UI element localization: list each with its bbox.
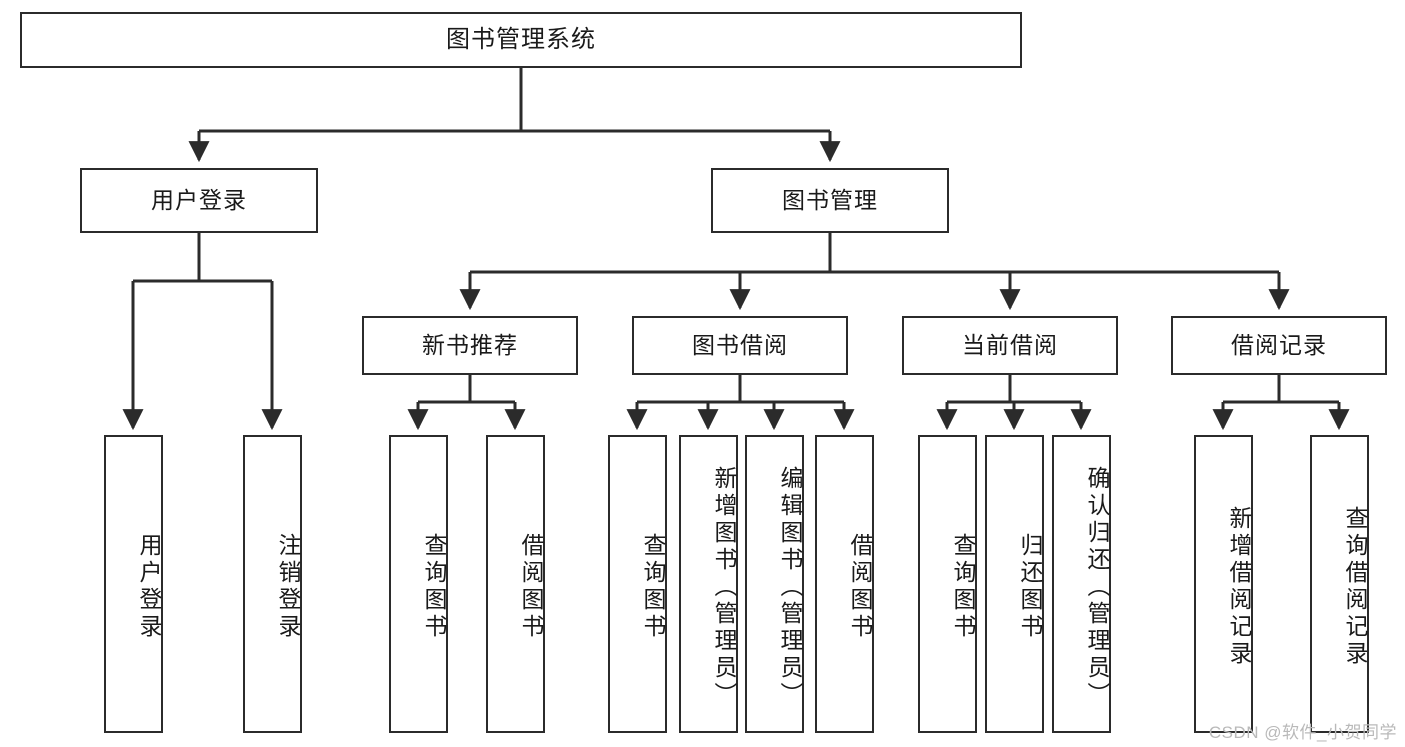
node-current-borrow[interactable]: 当前借阅 — [902, 316, 1118, 375]
leaf-recommend-query-book[interactable]: 查询图书 — [389, 435, 448, 733]
node-label: 图书借阅 — [692, 331, 788, 358]
leaf-borrow-add-book-admin[interactable]: 新增图书（管理员） — [679, 435, 738, 733]
node-label: 查询图书 — [640, 533, 666, 641]
node-label: 借阅记录 — [1231, 331, 1327, 358]
csdn-watermark: CSDN @软件_小贺同学 — [1208, 723, 1397, 742]
node-label: 注销登录 — [275, 533, 301, 641]
node-label: 新增借阅记录 — [1226, 506, 1252, 668]
leaf-borrow-edit-book-admin[interactable]: 编辑图书（管理员） — [745, 435, 804, 733]
node-label: 图书管理系统 — [446, 25, 596, 53]
node-borrow-record[interactable]: 借阅记录 — [1171, 316, 1387, 375]
node-label: 借阅图书 — [518, 533, 544, 641]
leaf-user-login[interactable]: 用户登录 — [104, 435, 163, 733]
node-label: 用户登录 — [136, 533, 162, 641]
node-label: 图书管理 — [782, 186, 878, 213]
node-root-system[interactable]: 图书管理系统 — [20, 12, 1022, 68]
node-label: 新增图书（管理员） — [711, 465, 737, 709]
node-label: 借阅图书 — [847, 533, 873, 641]
leaf-recommend-borrow-book[interactable]: 借阅图书 — [486, 435, 545, 733]
node-user-login[interactable]: 用户登录 — [80, 168, 318, 233]
node-label: 确认归还（管理员） — [1084, 465, 1110, 709]
node-label: 编辑图书（管理员） — [777, 465, 803, 709]
node-label: 归还图书 — [1017, 533, 1043, 641]
leaf-borrow-borrow-book[interactable]: 借阅图书 — [815, 435, 874, 733]
leaf-current-query-book[interactable]: 查询图书 — [918, 435, 977, 733]
leaf-record-query-borrow-record[interactable]: 查询借阅记录 — [1310, 435, 1369, 733]
node-label: 查询图书 — [421, 533, 447, 641]
node-label: 查询借阅记录 — [1342, 506, 1368, 668]
leaf-current-confirm-return-admin[interactable]: 确认归还（管理员） — [1052, 435, 1111, 733]
node-label: 新书推荐 — [422, 331, 518, 358]
leaf-borrow-query-book[interactable]: 查询图书 — [608, 435, 667, 733]
leaf-record-add-borrow-record[interactable]: 新增借阅记录 — [1194, 435, 1253, 733]
node-book-management[interactable]: 图书管理 — [711, 168, 949, 233]
node-label: 当前借阅 — [962, 331, 1058, 358]
node-book-borrow[interactable]: 图书借阅 — [632, 316, 848, 375]
node-new-book-recommend[interactable]: 新书推荐 — [362, 316, 578, 375]
node-label: 查询图书 — [950, 533, 976, 641]
leaf-current-return-book[interactable]: 归还图书 — [985, 435, 1044, 733]
leaf-logout-login[interactable]: 注销登录 — [243, 435, 302, 733]
node-label: 用户登录 — [151, 186, 247, 213]
